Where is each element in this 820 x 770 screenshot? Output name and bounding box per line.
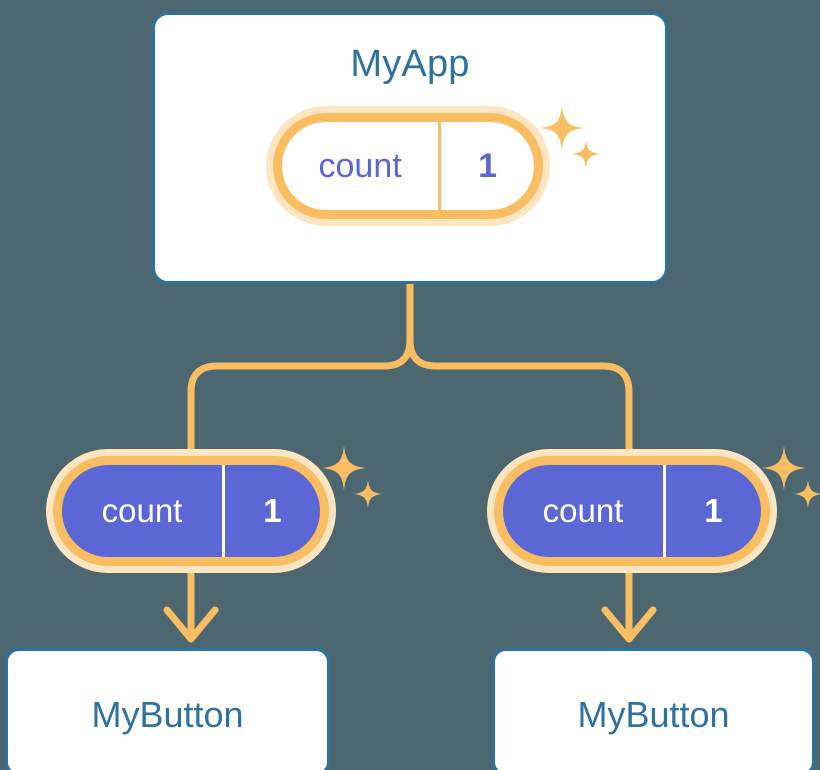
state-pill-key: count [542, 492, 624, 529]
button-box-label: MyButton [577, 694, 730, 735]
state-pill-app[interactable]: count 1 [266, 106, 550, 226]
button-box-label: MyButton [91, 694, 244, 735]
state-pill-value: 1 [221, 465, 320, 557]
state-pill-left[interactable]: count 1 [46, 449, 336, 573]
page-title: MyApp [350, 43, 470, 85]
connector-root-to-branches [187, 280, 414, 456]
button-box-left[interactable]: MyButton [5, 648, 330, 770]
state-pill-ring: count 1 [53, 456, 329, 566]
state-pill-value: 1 [662, 465, 761, 557]
connector-root-to-branches-right [406, 336, 633, 456]
button-box-right[interactable]: MyButton [492, 648, 815, 770]
state-pill-right[interactable]: count 1 [487, 449, 777, 573]
state-pill-key: count [318, 146, 402, 185]
state-pill-body: count 1 [503, 465, 761, 557]
state-pill-ring: count 1 [494, 456, 770, 566]
state-pill-value: 1 [438, 122, 534, 210]
arrow-down-icon-right [601, 606, 657, 643]
state-pill-ring: count 1 [273, 113, 543, 219]
state-pill-body: count 1 [282, 122, 534, 210]
arrow-down-icon-left [163, 606, 219, 643]
state-pill-key: count [101, 492, 183, 529]
state-pill-body: count 1 [62, 465, 320, 557]
